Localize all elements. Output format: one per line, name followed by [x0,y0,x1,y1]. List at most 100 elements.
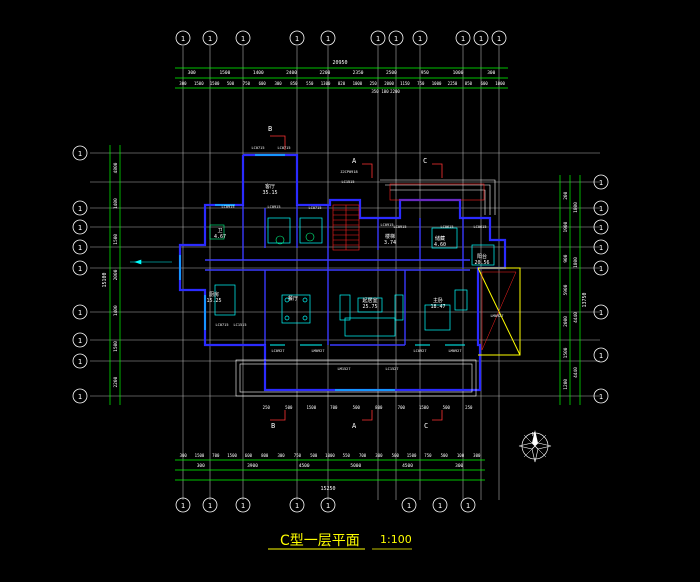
axis-bubble-label: 1 [466,502,470,510]
dimension-value: 750 [424,453,432,458]
section-label-a-bottom: A [352,422,357,430]
section-label-a-top: A [352,157,357,165]
dimension-value: 900 [563,254,569,262]
axis-bubble-label: 1 [479,35,483,43]
dimension-value: 550 [306,81,314,86]
dimension-value: 100 [381,89,389,94]
dimension-value: 700 [359,453,367,458]
dimension-value: 1300 [321,81,331,86]
dimension-value: 2000 [113,269,119,280]
furniture [214,217,495,337]
dimension-value: 1000 [325,453,335,458]
section-label-b-top: B [268,125,272,133]
dimension-value: 500 [392,453,400,458]
dimension-value: 1200 [563,379,569,390]
top-axis-bubbles [175,30,507,46]
dimension-value: 950 [421,70,429,76]
axis-bubble-label: 1 [326,502,330,510]
north-label: N [532,432,535,438]
room-name: 阳台 [477,253,487,260]
dimension-value: 1900 [563,221,569,232]
dimension-value: 2350 [353,70,364,76]
axis-bubble-label: 1 [78,265,82,273]
dimension-lines [109,67,581,481]
axis-bubble-label: 1 [78,358,82,366]
horizontal-grid-lines [90,152,600,397]
axis-bubble-label: 1 [241,502,245,510]
dimension-value: 1500 [419,405,429,410]
right-axis-bubbles [593,174,609,404]
dimension-value: 300 [277,453,285,458]
dimension-value: 500 [227,81,235,86]
room-name: 主卧 [433,297,443,304]
axis-bubble-label: 1 [78,224,82,232]
dimension-value: 2500 [386,70,397,76]
dimension-value: 300 [375,453,383,458]
axis-bubble-label: 1 [599,179,603,187]
dimension-value: 820 [338,81,346,86]
axis-bubble-label: 1 [241,35,245,43]
dimension-value: 2000 [384,81,394,86]
window-tag: ZJCP0918 [340,170,357,174]
window-tag: LM0927 [312,349,325,353]
bottom-total-dimension: 15250 [320,486,335,492]
dimension-value: 600 [259,81,267,86]
window-tag: LC0915 [222,205,235,209]
room-name: 卫 [217,228,222,234]
room-area: 18.47 [430,304,445,310]
axis-bubble-label: 1 [599,352,603,360]
window-tag: LC0715 [216,323,229,327]
terrace-railing [389,183,485,201]
dimension-value: 500 [441,453,449,458]
dimension-value: 1500 [194,81,204,86]
dimension-value: 300 [180,453,188,458]
dimension-value: 500 [285,405,293,410]
dimension-value: 1000 [353,81,363,86]
window-tag: LC1527 [386,367,399,371]
room-area: 25.75 [362,304,377,310]
window-tag: LC0915 [394,225,407,229]
window-tag: LC1515 [342,180,355,184]
dimension-value: 550 [343,453,351,458]
dimension-value: 750 [417,81,425,86]
dimension-value: 250 [370,81,378,86]
window-tag: LC0715 [278,146,291,150]
dimension-value: 1500 [219,70,230,76]
dimension-value: 2200 [319,70,330,76]
section-label-b-bottom: B [271,422,275,430]
left-total-dimension: 15100 [102,272,108,287]
top-total-dimension: 20950 [332,60,347,66]
dimension-value: 1400 [253,70,264,76]
dimension-value: 3900 [247,463,258,469]
dimension-value: 700 [330,405,338,410]
axis-bubble-label: 1 [599,224,603,232]
dimension-value: 1500 [227,453,237,458]
dimension-value: 850 [290,81,298,86]
window-tag: LC0915 [268,205,281,209]
dimension-value: 500 [353,405,361,410]
dimension-value: 850 [465,81,473,86]
drawing-title-block: C型一层平面 1:100 [270,530,420,554]
section-label-c-top: C [423,157,427,165]
room-area: 4.67 [214,234,226,240]
axis-bubble-label: 1 [181,35,185,43]
dimension-value: 2200 [113,376,119,387]
dimension-value: 200 [563,191,569,199]
dimension-value: 750 [294,453,302,458]
dimension-value: 100 [457,453,465,458]
axis-bubble-label: 1 [394,35,398,43]
dimension-value: 1000 [495,81,505,86]
room-area: 15.25 [206,298,221,304]
dimension-value: 4500 [402,463,413,469]
axis-bubble-label: 1 [438,502,442,510]
axis-bubble-label: 1 [78,309,82,317]
axis-bubble-label: 1 [78,205,82,213]
